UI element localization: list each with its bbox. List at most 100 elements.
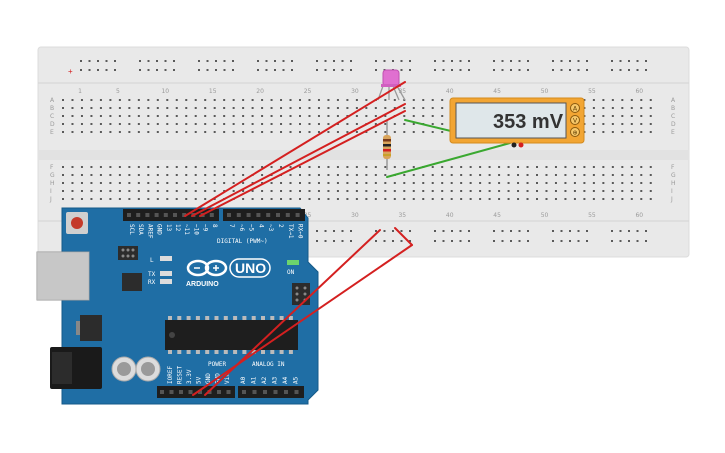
pin-label: A0 — [240, 376, 247, 384]
pin-label: ~5 — [248, 224, 255, 232]
arduino-logo-icon — [186, 259, 228, 277]
uno-model: UNO — [235, 260, 266, 276]
red-wire-4 — [192, 244, 413, 396]
pin-label: 3.3V — [186, 369, 193, 384]
red-wire-6 — [204, 229, 381, 396]
row-letter: H — [671, 180, 676, 187]
breadboard-holes — [62, 60, 652, 242]
analog-header[interactable] — [238, 386, 304, 398]
black-probe — [511, 142, 517, 148]
rx-led — [160, 279, 172, 284]
column-number: 55 — [588, 88, 596, 95]
pin-label: ~10 — [192, 224, 199, 235]
row-letter: E — [50, 129, 54, 136]
column-number: 45 — [493, 88, 501, 95]
tx-label: TX — [148, 271, 156, 278]
multimeter[interactable]: 353 mV AV⊕ — [449, 97, 585, 148]
usb-chip — [122, 273, 142, 291]
column-number: 40 — [446, 212, 454, 219]
red-probe — [518, 142, 524, 148]
pin-label: A2 — [261, 376, 268, 384]
column-number: 1 — [78, 88, 82, 95]
pin-label: 12 — [174, 224, 181, 232]
wires[interactable] — [184, 81, 521, 396]
pin-label: IOREF — [167, 366, 174, 384]
red-wire-2 — [191, 103, 406, 217]
column-number: 10 — [161, 88, 169, 95]
row-letter: C — [50, 113, 54, 120]
row-letter: B — [50, 105, 54, 112]
green-wire-2 — [386, 142, 511, 178]
pin-label: ~11 — [183, 224, 190, 235]
pin-label: ~9 — [202, 224, 209, 232]
row-letter: I — [50, 188, 52, 195]
pin-label: 8 — [211, 224, 218, 228]
rgb-led[interactable] — [377, 69, 406, 101]
plus-sign: + — [68, 67, 73, 76]
meter-terminals[interactable]: AV⊕ — [570, 103, 580, 137]
pin-label: 4 — [257, 224, 264, 228]
l-led — [160, 256, 172, 261]
meter-terminal[interactable] — [570, 103, 580, 113]
row-letter: G — [671, 172, 676, 179]
row-letter: D — [671, 121, 676, 128]
column-number: 15 — [209, 88, 217, 95]
resistor[interactable] — [383, 120, 391, 170]
reset-button-cap[interactable] — [71, 217, 83, 229]
rx-label: RX — [148, 279, 156, 286]
icsp-header-small — [118, 246, 138, 260]
column-number: 25 — [304, 88, 312, 95]
meter-terminal-label: ⊕ — [572, 130, 577, 137]
row-letter: C — [671, 113, 675, 120]
red-wire-1 — [199, 110, 406, 217]
row-letter: A — [671, 97, 676, 104]
pin-label: SDA — [137, 224, 144, 235]
l-led-label: L — [150, 257, 154, 264]
pin-label: ~6 — [238, 224, 245, 232]
column-number: 50 — [541, 88, 549, 95]
power-header-label: POWER — [208, 361, 226, 368]
digital-header-right[interactable] — [223, 209, 305, 221]
pin-label: A5 — [293, 376, 300, 384]
meter-terminal[interactable] — [570, 115, 580, 125]
row-letter: A — [50, 97, 55, 104]
column-number: 20 — [256, 88, 264, 95]
column-number: 45 — [493, 212, 501, 219]
pin-label: SCL — [128, 224, 135, 235]
pin-label: 13 — [165, 224, 172, 232]
red-wire-5 — [394, 227, 413, 246]
pin-label: 5V — [196, 376, 203, 384]
meter-terminal[interactable] — [570, 127, 580, 137]
digital-header-label: DIGITAL (PWM~) — [217, 238, 268, 245]
tx-led — [160, 271, 172, 276]
row-letter: J — [670, 196, 673, 203]
uno-badge — [229, 258, 271, 278]
pin-label: TX→1 — [287, 224, 294, 239]
row-letter: G — [50, 172, 55, 179]
pin-label: Vin — [224, 373, 231, 384]
pin-label: A4 — [282, 376, 289, 384]
digital-header-left[interactable] — [123, 209, 219, 221]
column-number: 60 — [635, 88, 643, 95]
column-number: 5 — [116, 88, 120, 95]
meter-terminal-label: A — [573, 106, 578, 113]
green-wire-1 — [404, 119, 456, 133]
row-letter: D — [50, 121, 55, 128]
pin-label: RX←0 — [297, 224, 304, 239]
pin-label: 2 — [277, 224, 284, 228]
row-letter: B — [671, 105, 675, 112]
analog-header-label: ANALOG IN — [252, 361, 285, 368]
pin-label: GND — [156, 224, 163, 235]
arduino-brand: ARDUINO — [186, 281, 219, 288]
column-number: 25 — [304, 212, 312, 219]
microcontroller-chip — [165, 320, 298, 350]
pin-label: 7 — [228, 224, 235, 228]
red-wire-3 — [184, 81, 406, 217]
icsp-header — [292, 283, 310, 305]
pin-label: RESET — [177, 366, 184, 384]
